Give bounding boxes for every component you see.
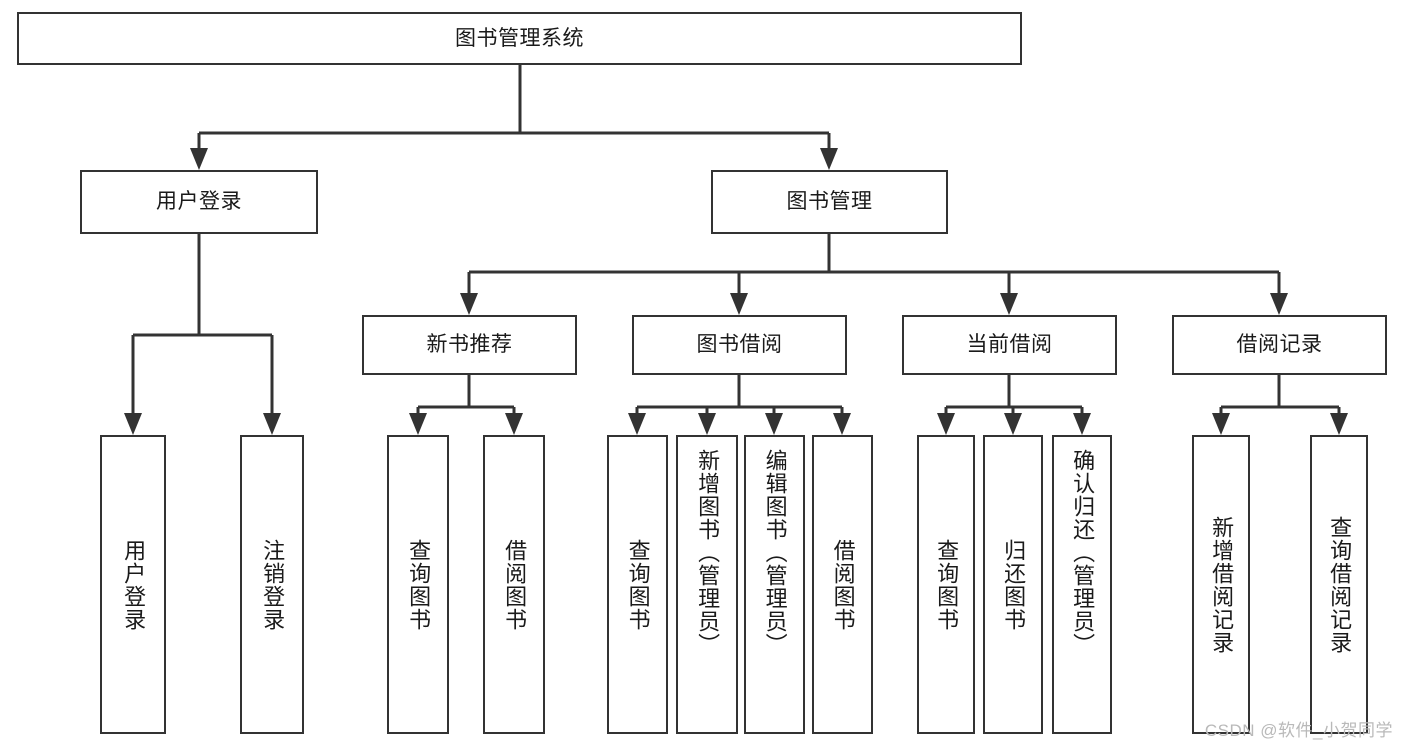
node-label-new-book-recommend: 新书推荐 xyxy=(426,333,513,357)
node-leaf-borrow-book[interactable]: 借阅图书 xyxy=(812,435,873,734)
node-label-leaf-query-book-current: 查询图书 xyxy=(934,538,960,631)
node-book-borrow[interactable]: 图书借阅 xyxy=(632,315,847,375)
arrow-icon-current-borrow-to-leaves-0 xyxy=(937,413,955,435)
node-label-book-borrow: 图书借阅 xyxy=(696,333,783,357)
node-leaf-add-borrow-record[interactable]: 新增借阅记录 xyxy=(1192,435,1250,734)
arrow-icon-new-book-recommend-to-leaves-0 xyxy=(409,413,427,435)
node-leaf-query-book-recommend[interactable]: 查询图书 xyxy=(387,435,449,734)
node-leaf-confirm-return[interactable]: 确认归还（管理员） xyxy=(1052,435,1112,734)
arrow-icon-root-to-level2-0 xyxy=(190,148,208,170)
node-root[interactable]: 图书管理系统 xyxy=(17,12,1022,65)
node-leaf-borrow-book-recommend[interactable]: 借阅图书 xyxy=(483,435,545,734)
arrow-icon-book-management-to-level3-2 xyxy=(1000,293,1018,315)
node-label-leaf-borrow-book-recommend: 借阅图书 xyxy=(502,538,528,631)
node-leaf-user-logout[interactable]: 注销登录 xyxy=(240,435,304,734)
node-label-current-borrow: 当前借阅 xyxy=(966,333,1053,357)
node-label-user-login: 用户登录 xyxy=(156,190,242,214)
node-leaf-query-book-current[interactable]: 查询图书 xyxy=(917,435,975,734)
arrow-icon-book-borrow-to-leaves-2 xyxy=(765,413,783,435)
node-label-root: 图书管理系统 xyxy=(455,26,584,50)
node-leaf-add-book[interactable]: 新增图书（管理员） xyxy=(676,435,738,734)
arrow-icon-current-borrow-to-leaves-2 xyxy=(1073,413,1091,435)
arrow-icon-user-login-to-leaves-1 xyxy=(263,413,281,435)
node-label-leaf-query-book-recommend: 查询图书 xyxy=(406,538,432,631)
node-label-leaf-confirm-return: 确认归还（管理员） xyxy=(1070,449,1096,656)
node-leaf-edit-book[interactable]: 编辑图书（管理员） xyxy=(744,435,805,734)
node-borrow-record[interactable]: 借阅记录 xyxy=(1172,315,1387,375)
arrow-icon-book-management-to-level3-3 xyxy=(1270,293,1288,315)
node-label-leaf-query-borrow-record: 查询借阅记录 xyxy=(1327,515,1353,654)
node-label-leaf-edit-book: 编辑图书（管理员） xyxy=(762,449,788,656)
node-label-leaf-query-book-borrow: 查询图书 xyxy=(625,538,651,631)
node-book-management[interactable]: 图书管理 xyxy=(711,170,948,234)
node-current-borrow[interactable]: 当前借阅 xyxy=(902,315,1117,375)
arrow-icon-current-borrow-to-leaves-1 xyxy=(1004,413,1022,435)
node-label-leaf-add-borrow-record: 新增借阅记录 xyxy=(1209,515,1235,654)
node-label-leaf-add-book: 新增图书（管理员） xyxy=(695,449,721,656)
node-leaf-user-login[interactable]: 用户登录 xyxy=(100,435,166,734)
node-label-book-management: 图书管理 xyxy=(786,190,873,214)
arrow-icon-new-book-recommend-to-leaves-1 xyxy=(505,413,523,435)
node-label-leaf-user-logout: 注销登录 xyxy=(260,538,286,631)
watermark-text: CSDN @软件_小贺同学 xyxy=(1204,721,1393,740)
node-user-login[interactable]: 用户登录 xyxy=(80,170,318,234)
node-leaf-query-book-borrow[interactable]: 查询图书 xyxy=(607,435,668,734)
arrow-icon-borrow-record-to-leaves-0 xyxy=(1212,413,1230,435)
node-label-leaf-borrow-book: 借阅图书 xyxy=(830,538,856,631)
node-label-leaf-return-book: 归还图书 xyxy=(1001,538,1027,631)
node-leaf-return-book[interactable]: 归还图书 xyxy=(983,435,1043,734)
node-label-leaf-user-login: 用户登录 xyxy=(121,538,147,631)
node-leaf-query-borrow-record[interactable]: 查询借阅记录 xyxy=(1310,435,1368,734)
arrow-icon-book-borrow-to-leaves-1 xyxy=(698,413,716,435)
arrow-icon-root-to-level2-1 xyxy=(820,148,838,170)
node-new-book-recommend[interactable]: 新书推荐 xyxy=(362,315,577,375)
arrow-icon-book-management-to-level3-0 xyxy=(460,293,478,315)
node-label-borrow-record: 借阅记录 xyxy=(1236,333,1323,357)
arrow-icon-user-login-to-leaves-0 xyxy=(124,413,142,435)
arrow-icon-borrow-record-to-leaves-1 xyxy=(1330,413,1348,435)
arrow-icon-book-borrow-to-leaves-3 xyxy=(833,413,851,435)
arrow-icon-book-management-to-level3-1 xyxy=(730,293,748,315)
arrow-icon-book-borrow-to-leaves-0 xyxy=(628,413,646,435)
